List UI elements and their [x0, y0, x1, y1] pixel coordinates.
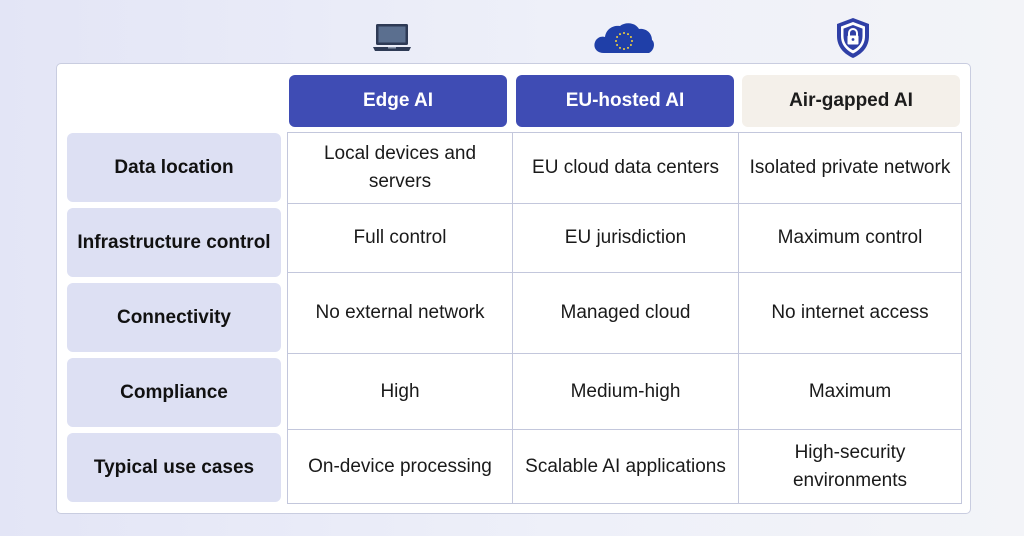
shield-lock-icon — [837, 18, 869, 58]
table-cell: Maximum — [808, 380, 892, 402]
eu-star-icon — [616, 44, 619, 46]
table-cell: Maximum control — [777, 227, 923, 248]
row-header-typical-use-cases: Typical use cases — [67, 433, 281, 502]
column-header-edge-ai: Edge AI — [289, 75, 507, 127]
table-cell: On-device processing — [308, 455, 492, 477]
column-header-air-gapped-ai: Air-gapped AI — [742, 75, 960, 127]
table-cell: Full control — [353, 227, 447, 248]
eu-star-icon — [619, 33, 621, 36]
table-cell: Local devices and servers — [323, 143, 477, 192]
eu-star-icon — [629, 44, 632, 46]
table-cell: Isolated private network — [749, 157, 951, 178]
table-cell: No external network — [315, 302, 485, 323]
table-cell: Managed cloud — [560, 302, 691, 323]
eu-star-icon — [623, 48, 625, 50]
laptop-icon — [373, 24, 411, 51]
row-header-compliance: Compliance — [67, 358, 281, 427]
eu-star-icon — [615, 40, 617, 42]
eu-star-icon — [629, 36, 632, 38]
table-cell: High-security environments — [792, 441, 908, 491]
value-grid: Local devices and servers EU cloud data … — [287, 132, 962, 504]
row-header-connectivity: Connectivity — [67, 283, 281, 352]
eu-star-icon — [627, 46, 629, 49]
table-cell: High — [380, 380, 420, 402]
eu-star-icon — [627, 33, 629, 36]
eu-star-icon — [623, 32, 625, 34]
row-header-data-location: Data location — [67, 133, 281, 202]
eu-star-icon — [616, 36, 619, 38]
table-cell: No internet access — [771, 302, 929, 323]
eu-cloud-icon — [594, 23, 654, 53]
table-cell: Medium-high — [570, 380, 681, 402]
table-cell: EU cloud data centers — [532, 157, 719, 178]
eu-star-icon — [619, 46, 621, 49]
eu-star-icon — [631, 40, 633, 42]
column-header-eu-hosted-ai: EU-hosted AI — [516, 75, 734, 127]
row-header-infrastructure-control: Infrastructure control — [67, 208, 281, 277]
table-cell: Scalable AI applications — [525, 455, 726, 477]
table-cell: EU jurisdiction — [564, 227, 687, 248]
comparison-table: Edge AI EU-hosted AI Air-gapped AI Data … — [56, 63, 971, 514]
